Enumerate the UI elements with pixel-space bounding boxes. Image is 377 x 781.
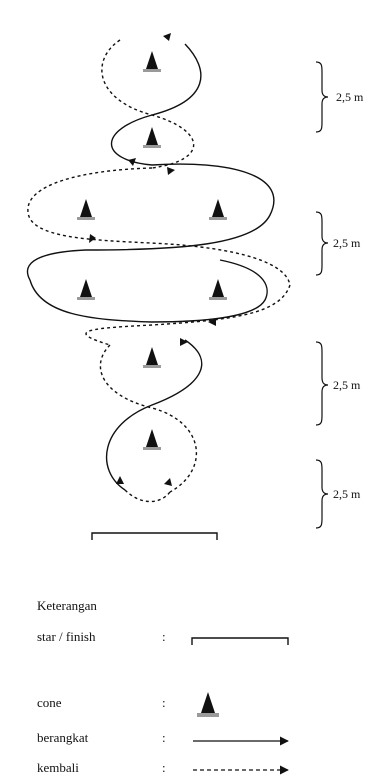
cone-icon (143, 51, 161, 72)
legend-label: cone (37, 695, 62, 710)
direction-arrows (89, 33, 216, 486)
cone-icon (209, 199, 227, 220)
path-bottom-dashed (99, 344, 198, 493)
legend: Keterangan star / finish : cone : berang… (37, 598, 289, 775)
distance-markers (315, 61, 329, 529)
legend-separator: : (162, 695, 166, 710)
cone-icon (77, 199, 95, 220)
path-wide-lower-solid (29, 259, 268, 323)
brace (315, 61, 329, 133)
legend-separator: : (162, 629, 166, 644)
cone-icon (143, 347, 161, 368)
path-top-dashed (101, 39, 195, 169)
arrow-mark (164, 478, 172, 486)
brace (315, 341, 329, 426)
legend-label: berangkat (37, 730, 89, 745)
distance-label: 2,5 m (333, 378, 361, 392)
legend-title: Keterangan (37, 598, 97, 613)
distance-label: 2,5 m (333, 236, 361, 250)
distance-label: 2,5 m (336, 90, 364, 104)
legend-separator: : (162, 760, 166, 775)
arrow-mark (163, 33, 171, 41)
start-finish-line (91, 532, 218, 540)
cone-icon (143, 429, 161, 450)
cone-icon (143, 127, 161, 148)
legend-label: star / finish (37, 629, 96, 644)
arrow-mark (89, 234, 96, 243)
path-bottom-solid (105, 339, 203, 491)
course-paths (26, 39, 291, 503)
distance-label: 2,5 m (333, 487, 361, 501)
arrow-mark (167, 167, 175, 175)
cones (77, 51, 227, 450)
distance-labels: 2,5 m 2,5 m 2,5 m 2,5 m (333, 90, 364, 501)
path-wide-upper-solid (26, 163, 275, 281)
cone-icon (77, 279, 95, 300)
arrow-mark (128, 158, 136, 166)
path-bottom-close (124, 489, 171, 503)
brace (315, 211, 329, 276)
arrow-mark (180, 338, 188, 346)
legend-separator: : (162, 730, 166, 745)
cone-icon (197, 692, 219, 717)
start-finish-symbol (191, 637, 289, 645)
arrow-mark (208, 318, 216, 326)
path-wide-lower-dashed (85, 284, 291, 346)
brace (315, 459, 329, 529)
legend-label: kembali (37, 760, 79, 775)
cone-icon (209, 279, 227, 300)
arrow-mark (116, 476, 124, 484)
path-wide-upper-dashed (27, 167, 291, 286)
